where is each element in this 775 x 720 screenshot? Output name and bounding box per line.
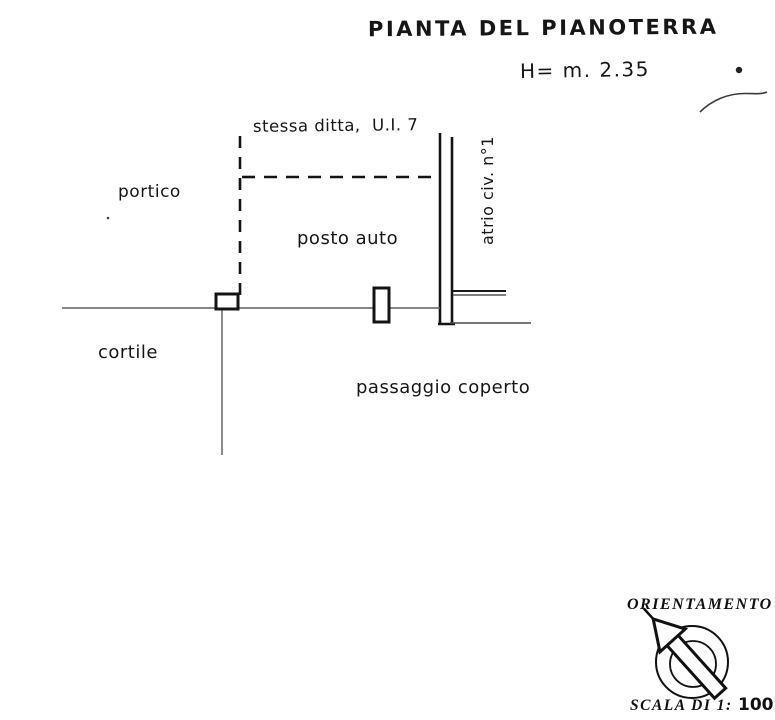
pillar-left — [214, 292, 240, 311]
ceiling-height-note: H= m. 2.35 — [519, 56, 651, 84]
compass-arrow-tip-line — [642, 607, 655, 620]
scale-note-prefix: SCALA DI 1: — [630, 697, 733, 714]
compass-outer-circle — [655, 625, 729, 699]
orientation-heading: ORIENTAMENTO — [627, 596, 773, 613]
room-label-cortile: cortile — [98, 342, 158, 363]
compass-arrow-shaft — [664, 632, 728, 701]
room-label-passaggio-coperto: passaggio coperto — [356, 377, 531, 398]
stray-dot-mark — [735, 66, 743, 74]
compass-inner-circle — [669, 640, 717, 688]
stray-curve-mark — [699, 91, 768, 113]
scale-note-value: 100 — [738, 695, 774, 715]
compass-north-arrow-icon — [642, 607, 729, 701]
boundary-note-label: stessa ditta, U.I. 7 — [252, 115, 419, 136]
page-title: PIANTA DEL PIANOTERRA — [367, 14, 719, 42]
speck-mark — [106, 216, 110, 220]
room-label-portico: portico — [118, 182, 181, 202]
pillar-center — [372, 286, 391, 324]
compass-arrow-head — [651, 616, 689, 655]
scale-note: SCALA DI 1: 100 — [630, 695, 774, 715]
room-label-posto-auto: posto auto — [297, 228, 399, 249]
room-label-atrio: atrio civ. n°1 — [478, 136, 497, 245]
